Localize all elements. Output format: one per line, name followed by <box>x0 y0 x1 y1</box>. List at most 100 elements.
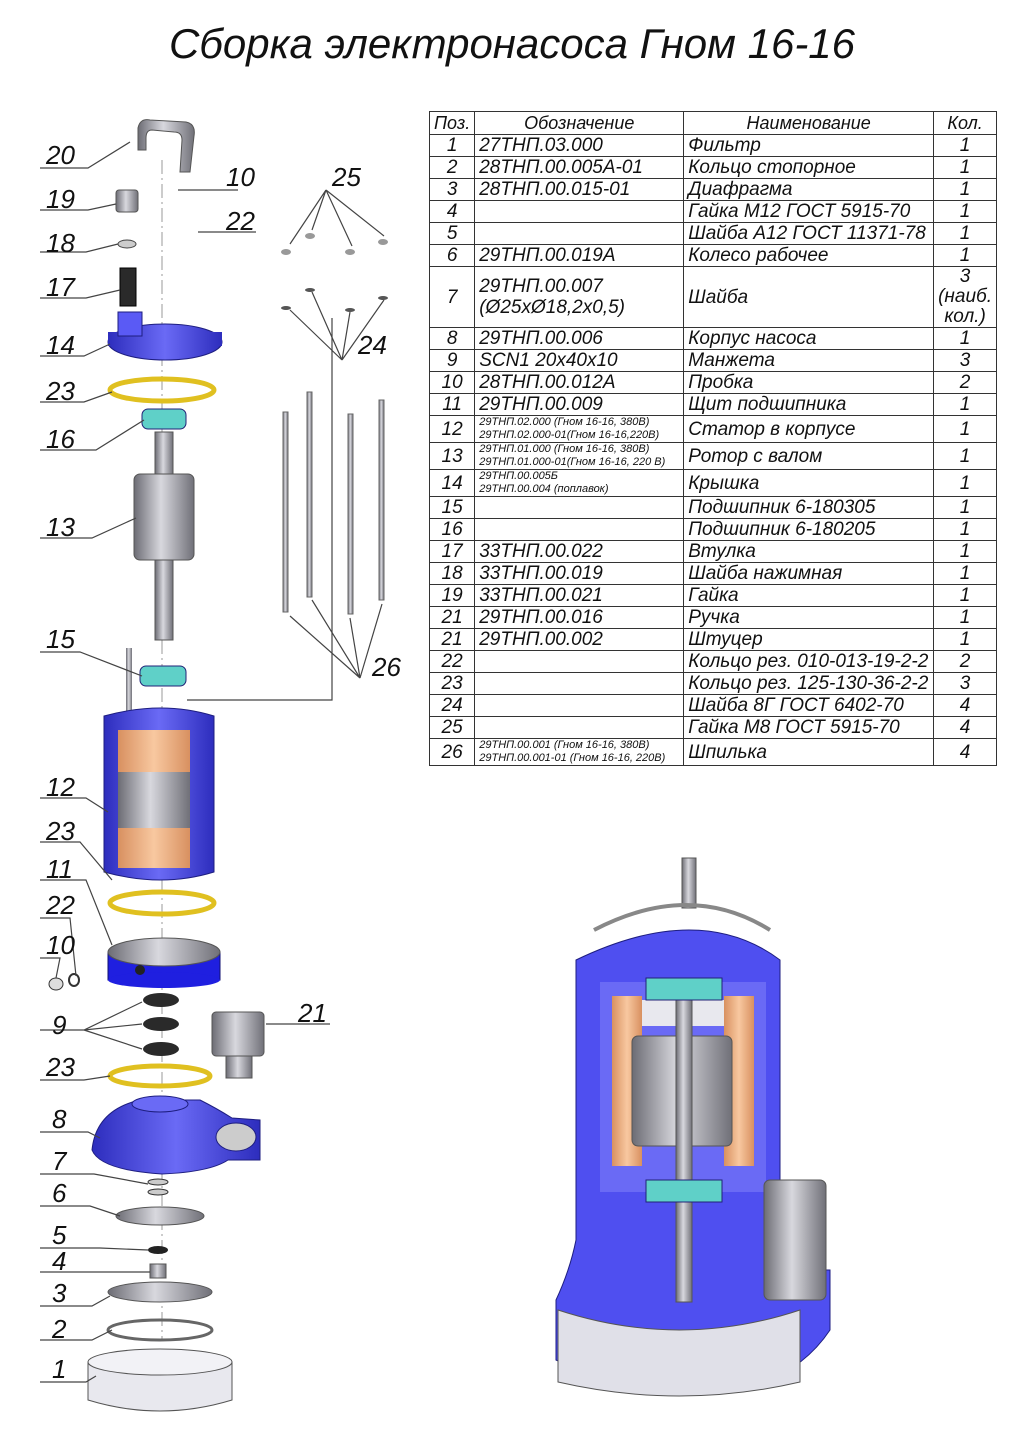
row-code: SCN1 20x40x10 <box>474 349 685 372</box>
row-pos: 21 <box>428 628 476 651</box>
callout-25: 25 <box>331 162 361 192</box>
row-name: Пробка <box>683 371 935 394</box>
row-pos: 14 <box>428 469 476 497</box>
row-code: 29ТНП.00.009 <box>474 393 685 416</box>
callout-18: 18 <box>46 228 75 258</box>
callout-17: 17 <box>46 272 76 302</box>
row-name: Фильтр <box>683 134 935 157</box>
callout-26: 26 <box>371 652 401 682</box>
washer-5-part <box>148 1246 168 1254</box>
handle-part <box>137 119 195 173</box>
row-name: Крышка <box>683 469 935 497</box>
row-qty: 1 <box>933 469 997 497</box>
callout-23c: 23 <box>45 1052 75 1082</box>
diaphragm-part <box>107 1281 213 1303</box>
row-qty: 3(наиб.кол.) <box>933 266 997 328</box>
row-code: 29ТНП.01.000 (Гном 16-16, 380В)29ТНП.01.… <box>474 442 685 470</box>
callout-22a: 22 <box>45 890 75 920</box>
row-pos: 10 <box>428 371 476 394</box>
retaining-ring-part <box>106 1318 214 1342</box>
row-qty: 1 <box>933 584 997 607</box>
row-code: 29ТНП.00.001 (Гном 16-16, 380В)29ТНП.00.… <box>474 738 685 766</box>
page-title: Сборка электронасоса Гном 16-16 <box>168 20 856 67</box>
row-qty: 1 <box>933 134 997 157</box>
bushing-part <box>119 267 137 307</box>
callout-6: 6 <box>52 1178 67 1208</box>
callout-19: 19 <box>46 184 75 214</box>
row-pos: 24 <box>428 694 476 717</box>
row-code: 29ТНП.02.000 (Гном 16-16, 380В)29ТНП.02.… <box>474 415 685 443</box>
row-name: Кольцо рез. 125-130-36-2-2 <box>683 672 935 695</box>
row-pos: 26 <box>428 738 476 766</box>
row-name: Корпус насоса <box>683 327 935 350</box>
washer-7b-part <box>147 1188 169 1196</box>
callout-3: 3 <box>52 1278 67 1308</box>
row-pos: 13 <box>428 442 476 470</box>
callout-9: 9 <box>52 1010 66 1040</box>
row-code: 27ТНП.03.000 <box>474 134 685 157</box>
row-name: Шайба нажимная <box>683 562 935 585</box>
washer-7-part <box>147 1178 169 1186</box>
callout-21: 21 <box>297 998 327 1028</box>
row-name: Подшипник 6-180305 <box>683 496 935 519</box>
seals-part <box>143 993 179 1056</box>
row-code: 29ТНП.00.006 <box>474 327 685 350</box>
row-name: Ротор с валом <box>683 442 935 470</box>
o-ring-part-3 <box>107 1063 213 1089</box>
row-qty: 1 <box>933 415 997 443</box>
cutaway-assembly-view <box>555 857 831 1397</box>
callout-7: 7 <box>52 1146 68 1176</box>
row-qty: 4 <box>933 738 997 766</box>
row-name: Шайба А12 ГОСТ 11371-78 <box>683 222 935 245</box>
pump-housing-part <box>91 1095 261 1175</box>
callout-2: 2 <box>51 1314 67 1344</box>
filter-part <box>87 1348 233 1412</box>
row-pos: 1 <box>428 134 476 157</box>
callout-23a: 23 <box>45 376 75 406</box>
leader-lines <box>40 141 385 1383</box>
table-header-row: Поз. Обозначение Наименование Кол. <box>428 111 997 135</box>
row-code: 28ТНП.00.005А-01 <box>474 156 685 179</box>
callout-20: 20 <box>45 140 75 170</box>
row-pos: 23 <box>428 672 476 695</box>
alignment-line <box>187 318 333 701</box>
row-name: Шпилька <box>683 738 935 766</box>
row-name: Подшипник 6-180205 <box>683 518 935 541</box>
callout-10b: 10 <box>226 162 255 192</box>
callout-15: 15 <box>46 624 75 654</box>
callout-11: 11 <box>46 854 73 884</box>
fitting-part <box>211 1011 265 1079</box>
row-pos: 21 <box>428 606 476 629</box>
callout-5: 5 <box>52 1220 67 1250</box>
rotor-part <box>133 431 195 641</box>
studs-group <box>281 233 388 615</box>
row-name: Кольцо стопорное <box>683 156 935 179</box>
callout-8: 8 <box>52 1104 67 1134</box>
row-qty: 1 <box>933 442 997 470</box>
callout-4: 4 <box>52 1246 66 1276</box>
callout-1: 1 <box>52 1354 66 1384</box>
o-ring-part-2 <box>107 889 217 917</box>
nut-4-part <box>149 1263 167 1279</box>
callout-16: 16 <box>46 424 75 454</box>
bearing-shield-part <box>107 937 221 988</box>
row-pos: 11 <box>428 393 476 416</box>
callout-13: 13 <box>46 512 75 542</box>
